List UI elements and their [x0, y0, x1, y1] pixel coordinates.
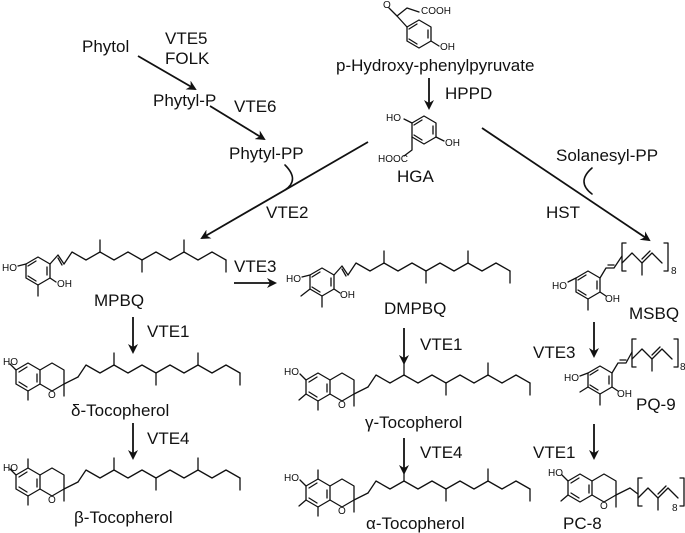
hga-label: HGA: [397, 167, 435, 186]
vte1-left-label: VTE1: [147, 322, 190, 341]
vte4-mid-label: VTE4: [420, 443, 463, 462]
hga-structure: HO OH HOOC: [378, 113, 460, 165]
arrow-hga-to-mpbq: [200, 141, 369, 240]
delta-tocopherol-structure: HO O: [3, 352, 241, 401]
beta-ho-label: HO: [3, 463, 18, 474]
pq9-oh-label: OH: [617, 389, 632, 400]
dmpbq-ho-label: HO: [286, 274, 301, 285]
hppd-label: HPPD: [445, 84, 492, 103]
mpbq-structure: HO OH: [2, 239, 227, 297]
msbq-ho-label: HO: [552, 281, 567, 292]
hga-ho-label: HO: [386, 113, 401, 124]
phytyl-p-label: Phytyl-P: [153, 91, 216, 110]
pc8-ho-label: HO: [548, 468, 563, 479]
solanesyl-pp-join-curve: [583, 167, 593, 195]
pc8-structure: HO O 8: [548, 468, 685, 514]
dmpbq-label: DMPBQ: [384, 299, 446, 318]
hga-oh-label: OH: [445, 138, 460, 149]
vte1-mid-label: VTE1: [420, 335, 463, 354]
arrow-hga-to-msbq: [481, 127, 651, 242]
msbq-structure: 8 HO OH: [552, 242, 677, 311]
vte3-mid-label: VTE3: [234, 257, 277, 276]
delta-ho-label: HO: [3, 357, 18, 368]
pc8-label: PC-8: [563, 514, 602, 533]
gamma-o-label: O: [338, 400, 346, 411]
mpbq-ho-label: HO: [2, 263, 17, 274]
hga-hooc-label: HOOC: [378, 154, 408, 165]
alpha-o-label: O: [338, 506, 346, 517]
hpp-oh-label: OH: [440, 42, 455, 53]
beta-o-label: O: [48, 495, 56, 506]
alpha-tocopherol-structure: HO O: [284, 468, 531, 517]
alpha-ho-label: HO: [284, 473, 299, 484]
vte2-label: VTE2: [266, 203, 309, 222]
cooh-label: COOH: [421, 6, 451, 17]
pq9-ho-label: HO: [564, 373, 579, 384]
arrow-phytol-to-phytyl-p: [137, 55, 197, 91]
gamma-tocopherol-structure: HO O: [284, 362, 531, 411]
gamma-ho-label: HO: [284, 367, 299, 378]
pq9-structure: 8 HO OH: [564, 338, 685, 406]
vte5-label: VTE5: [165, 29, 208, 48]
gamma-tocopherol-label: γ-Tocopherol: [365, 413, 462, 432]
vte1-right-label: VTE1: [533, 443, 576, 462]
pq9-repeat-n: 8: [680, 362, 685, 373]
hst-label: HST: [546, 203, 580, 222]
dmpbq-oh-label: OH: [340, 290, 355, 301]
vte6-label: VTE6: [234, 97, 277, 116]
alpha-tocopherol-label: α-Tocopherol: [366, 514, 465, 533]
hpp-structure: O COOH OH: [383, 0, 455, 53]
hpp-label: p-Hydroxy-phenylpyruvate: [336, 56, 534, 75]
beta-tocopherol-structure: HO O: [3, 457, 241, 506]
delta-o-label: O: [48, 390, 56, 401]
pc8-o-label: O: [600, 501, 608, 512]
phytyl-pp-label: Phytyl-PP: [229, 144, 304, 163]
beta-tocopherol-label: β-Tocopherol: [74, 508, 173, 527]
msbq-label: MSBQ: [629, 304, 679, 323]
phytol-label: Phytol: [82, 37, 129, 56]
mpbq-oh-label: OH: [57, 279, 72, 290]
vte4-left-label: VTE4: [147, 429, 190, 448]
vte3-right-label: VTE3: [533, 343, 576, 362]
pc8-repeat-n: 8: [672, 503, 678, 514]
mpbq-label: MPBQ: [94, 291, 144, 310]
folk-label: FOLK: [165, 49, 210, 68]
msbq-repeat-n: 8: [671, 266, 677, 277]
arrow-phytyl-p-to-phytyl-pp: [209, 105, 266, 141]
ketone-o-label: O: [383, 0, 391, 11]
solanesyl-pp-label: Solanesyl-PP: [556, 146, 658, 165]
pq9-label: PQ-9: [636, 395, 676, 414]
delta-tocopherol-label: δ-Tocopherol: [71, 401, 169, 420]
dmpbq-structure: HO OH: [286, 250, 511, 308]
msbq-oh-label: OH: [605, 294, 620, 305]
